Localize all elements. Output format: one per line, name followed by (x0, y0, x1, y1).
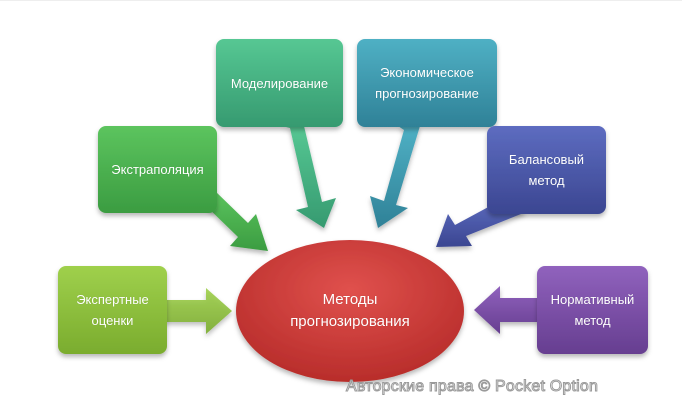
box-normativnyi-metod[interactable] (537, 266, 648, 354)
box-modelirovanie[interactable] (216, 39, 343, 127)
box-ekonomicheskoe-prognozirovanie[interactable] (357, 39, 497, 127)
copyright-watermark: Авторские права © Pocket Option (345, 378, 599, 396)
arrow-ekonomicheskoe-to-center (370, 126, 420, 228)
arrow-modelirovanie-to-center (282, 126, 336, 228)
box-ekstrapolyatsiya[interactable] (98, 126, 217, 213)
box-balansovyi-metod[interactable] (487, 126, 606, 214)
arrow-ekspertnye-to-center (164, 288, 232, 334)
center-ellipse[interactable] (236, 240, 464, 382)
top-border (0, 0, 682, 1)
box-ekspertnye-otsenki[interactable] (58, 266, 167, 354)
arrow-normativnyi-to-center (474, 286, 540, 334)
